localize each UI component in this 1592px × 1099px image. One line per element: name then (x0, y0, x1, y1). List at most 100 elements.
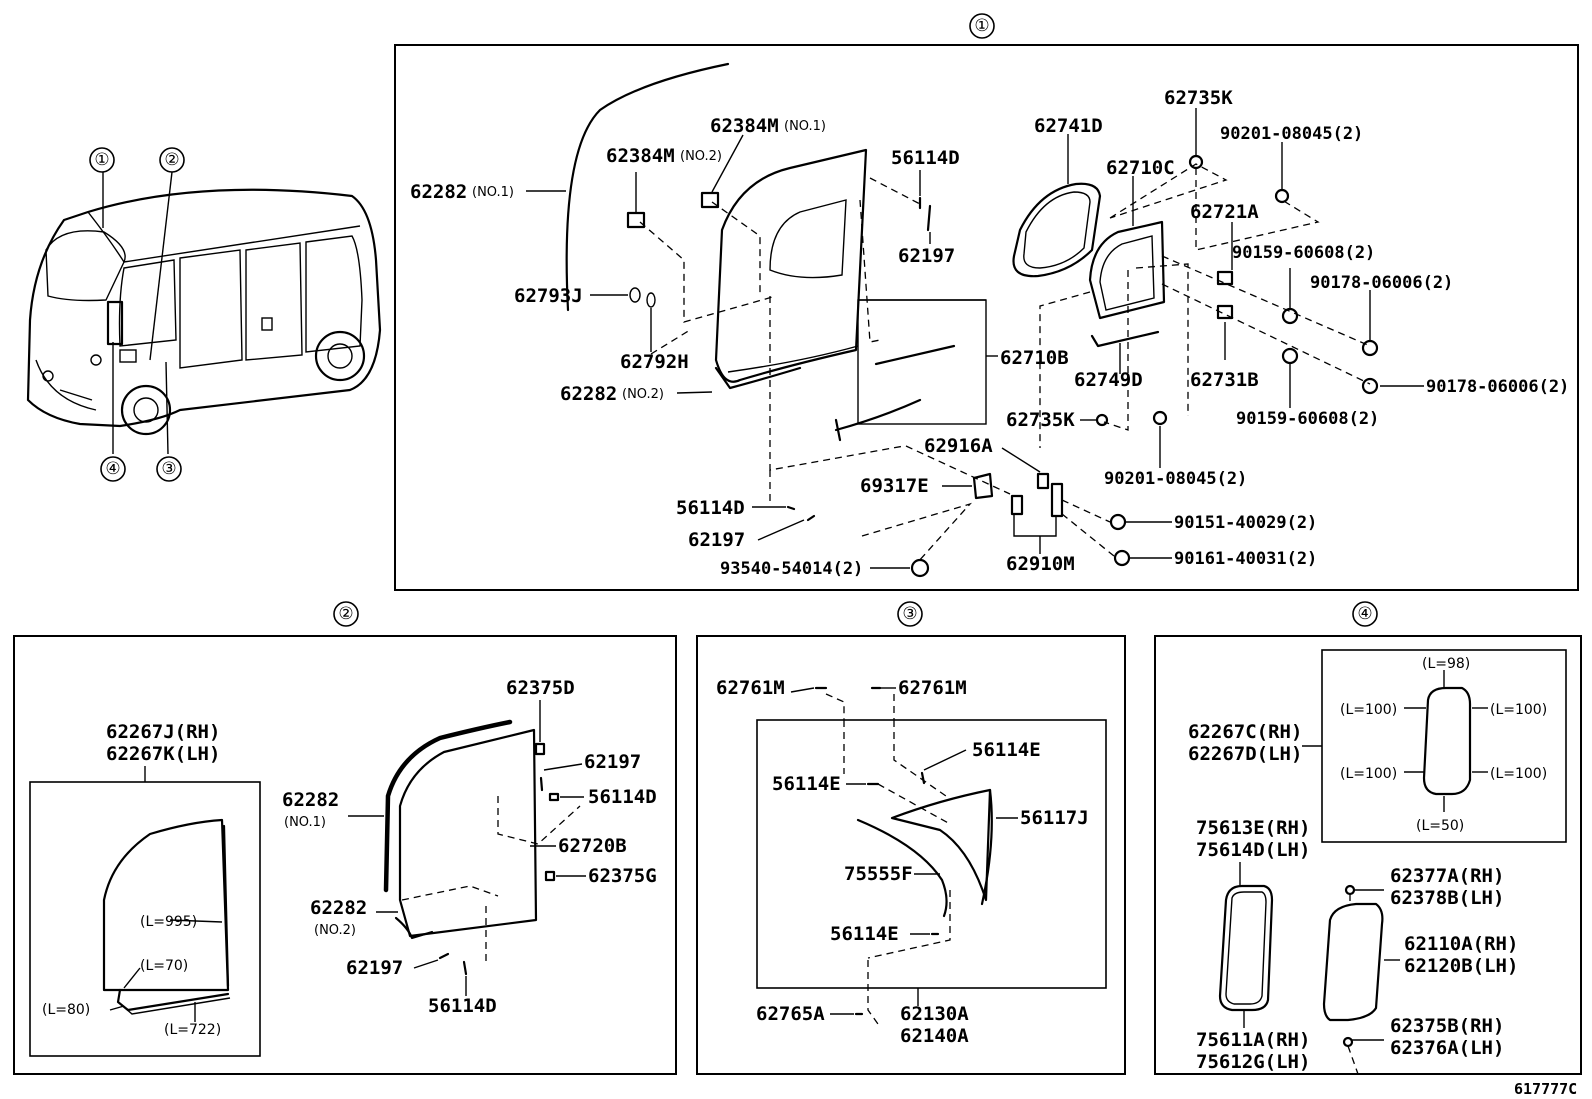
svg-text:(L=100): (L=100) (1340, 702, 1397, 718)
section-marker-4: ④ (1352, 601, 1378, 627)
svg-text:62120B(LH): 62120B(LH) (1404, 955, 1518, 977)
svg-text:90201-08045(2): 90201-08045(2) (1220, 124, 1363, 144)
svg-text:62282: 62282 (310, 897, 367, 919)
svg-text:69317E: 69317E (860, 475, 929, 497)
svg-text:62282: 62282 (282, 789, 339, 811)
svg-text:75612G(LH): 75612G(LH) (1196, 1051, 1310, 1073)
svg-text:62735K: 62735K (1164, 87, 1233, 109)
section-marker-1: ① (969, 13, 995, 39)
svg-text:62793J: 62793J (514, 285, 583, 307)
svg-text:②: ② (338, 604, 353, 624)
svg-text:①: ① (94, 150, 109, 170)
panel-4-frame (1154, 635, 1582, 1075)
svg-text:90201-08045(2): 90201-08045(2) (1104, 469, 1247, 489)
svg-text:62282: 62282 (410, 181, 467, 203)
svg-text:(L=100): (L=100) (1340, 766, 1397, 782)
svg-text:(L=80): (L=80) (42, 1002, 90, 1018)
svg-text:62375B(RH): 62375B(RH) (1390, 1015, 1504, 1037)
svg-text:62197: 62197 (688, 529, 745, 551)
svg-text:62110A(RH): 62110A(RH) (1404, 933, 1518, 955)
svg-text:(NO.1): (NO.1) (784, 119, 826, 134)
svg-text:①: ① (974, 16, 989, 36)
panel-2-frame (13, 635, 677, 1075)
panel-3-parts (756, 686, 1107, 1025)
svg-text:④: ④ (105, 459, 120, 479)
callout-2: ② (159, 147, 185, 173)
svg-text:(L=722): (L=722) (164, 1022, 221, 1038)
svg-text:62765A: 62765A (756, 1003, 825, 1025)
svg-text:(NO.1): (NO.1) (284, 815, 326, 830)
svg-text:②: ② (164, 150, 179, 170)
svg-text:(NO.1): (NO.1) (472, 185, 514, 200)
svg-text:62910M: 62910M (1006, 553, 1075, 575)
svg-text:56114D: 56114D (676, 497, 745, 519)
svg-text:(L=50): (L=50) (1416, 818, 1464, 834)
svg-text:62720B: 62720B (558, 835, 627, 857)
svg-text:62375G: 62375G (588, 865, 657, 887)
svg-text:62749D: 62749D (1074, 369, 1143, 391)
svg-text:62267D(LH): 62267D(LH) (1188, 743, 1302, 765)
svg-text:62197: 62197 (346, 957, 403, 979)
svg-text:62384M: 62384M (710, 115, 779, 137)
svg-text:③: ③ (902, 604, 917, 624)
svg-text:62761M: 62761M (898, 677, 967, 699)
svg-text:90151-40029(2): 90151-40029(2) (1174, 513, 1317, 533)
svg-text:56114D: 56114D (891, 147, 960, 169)
svg-text:90159-60608(2): 90159-60608(2) (1236, 409, 1379, 429)
svg-text:62197: 62197 (584, 751, 641, 773)
svg-text:56114D: 56114D (588, 786, 657, 808)
svg-text:62282: 62282 (560, 383, 617, 405)
svg-text:90159-60608(2): 90159-60608(2) (1232, 243, 1375, 263)
svg-text:(NO.2): (NO.2) (314, 923, 356, 938)
svg-text:62792H: 62792H (620, 351, 689, 373)
section-marker-3: ③ (897, 601, 923, 627)
svg-text:93540-54014(2): 93540-54014(2) (720, 559, 863, 579)
svg-text:62375D: 62375D (506, 677, 575, 699)
panel-1-frame (394, 44, 1579, 591)
svg-text:62741D: 62741D (1034, 115, 1103, 137)
svg-text:90178-06006(2): 90178-06006(2) (1426, 377, 1569, 397)
svg-text:62384M: 62384M (606, 145, 675, 167)
vehicle-illustration (26, 171, 382, 455)
panel-3-labels: 62761M 62761M 56114E 56114E 56117J 75555… (716, 677, 1089, 1047)
svg-text:(L=70): (L=70) (140, 958, 188, 974)
svg-text:(NO.2): (NO.2) (622, 387, 664, 402)
panel-1-parts (526, 62, 1424, 578)
svg-text:75555F: 75555F (844, 863, 913, 885)
panel-2-parts (29, 700, 586, 1057)
callout-3: ③ (156, 456, 182, 482)
svg-text:(NO.2): (NO.2) (680, 149, 722, 164)
panel-3-frame (696, 635, 1126, 1075)
svg-text:62267J(RH): 62267J(RH) (106, 721, 220, 743)
svg-text:62710C: 62710C (1106, 157, 1175, 179)
callout-1: ① (89, 147, 115, 173)
svg-text:(L=100): (L=100) (1490, 766, 1547, 782)
svg-text:90178-06006(2): 90178-06006(2) (1310, 273, 1453, 293)
svg-text:75614D(LH): 75614D(LH) (1196, 839, 1310, 861)
svg-text:56114E: 56114E (830, 923, 899, 945)
section-marker-2: ② (333, 601, 359, 627)
figure-code: 617777C (1514, 1080, 1577, 1098)
panel-1-labels: 62282 (NO.1) 62793J 62792H 62282 (NO.2) … (410, 87, 1569, 579)
svg-text:62267C(RH): 62267C(RH) (1188, 721, 1302, 743)
svg-text:90161-40031(2): 90161-40031(2) (1174, 549, 1317, 569)
svg-text:62376A(LH): 62376A(LH) (1390, 1037, 1504, 1059)
svg-text:62140A: 62140A (900, 1025, 969, 1047)
svg-text:56114E: 56114E (972, 739, 1041, 761)
svg-text:75613E(RH): 75613E(RH) (1196, 817, 1310, 839)
svg-text:④: ④ (1357, 604, 1372, 624)
svg-text:62721A: 62721A (1190, 201, 1259, 223)
svg-text:62130A: 62130A (900, 1003, 969, 1025)
svg-text:56117J: 56117J (1020, 807, 1089, 829)
svg-text:62378B(LH): 62378B(LH) (1390, 887, 1504, 909)
panel-4-parts (1218, 649, 1567, 1075)
callout-4: ④ (100, 456, 126, 482)
svg-text:(L=98): (L=98) (1422, 656, 1470, 672)
svg-text:62735K: 62735K (1006, 409, 1075, 431)
svg-text:(L=995): (L=995) (140, 914, 197, 930)
panel-2-labels: 62267J(RH) 62267K(LH) 62375D 62197 56114… (42, 677, 657, 1038)
svg-text:62761M: 62761M (716, 677, 785, 699)
svg-text:62197: 62197 (898, 245, 955, 267)
svg-text:③: ③ (161, 459, 176, 479)
